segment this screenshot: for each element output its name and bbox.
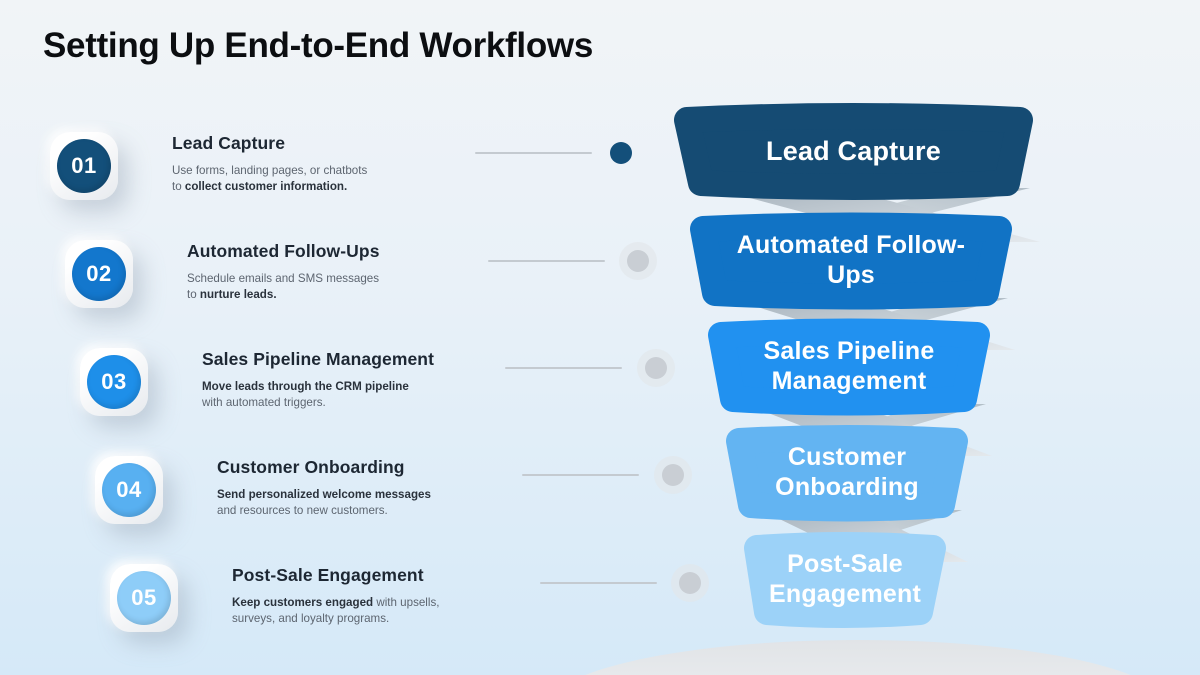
step-number-tile: 05 — [110, 564, 178, 632]
desc-text: Schedule emails and SMS messages — [187, 272, 380, 285]
step-text-block: Post-Sale Engagement Keep customers enga… — [232, 565, 562, 627]
desc-text-bold: nurture leads. — [199, 288, 277, 302]
step-number-badge: 05 — [117, 571, 171, 625]
step-title: Customer Onboarding — [217, 457, 405, 477]
funnel-label-text: Customer Onboarding — [775, 443, 919, 501]
funnel-segment-post-sale-engagement — [744, 532, 946, 628]
funnel-segment-customer-onboarding — [726, 425, 968, 522]
step-number-badge: 02 — [72, 247, 126, 301]
desc-text-bold: Move leads through the CRM pipeline — [202, 380, 409, 393]
desc-text-bold: Send personalized welcome messages — [217, 488, 431, 501]
step-text-block: Lead Capture Use forms, landing pages, o… — [172, 133, 502, 195]
step-description: Schedule emails and SMS messages to nurtu… — [187, 271, 517, 303]
funnel-label-sales-pipeline-management: Sales Pipeline Management — [724, 322, 974, 410]
step-number-tile: 04 — [95, 456, 163, 524]
step-number-badge: 03 — [87, 355, 141, 409]
connector-dot — [679, 572, 701, 594]
step-text-block: Customer Onboarding Send personalized we… — [217, 457, 547, 519]
connector-line — [540, 582, 657, 584]
step-number-tile: 03 — [80, 348, 148, 416]
connector-line — [522, 474, 639, 476]
funnel-segment-lead-capture — [674, 103, 1033, 200]
connector-line — [488, 260, 605, 262]
step-row-sales-pipeline-management: 03 Sales Pipeline Management Move leads … — [80, 348, 550, 448]
funnel-segments — [674, 103, 1033, 628]
funnel-segment-automated-follow-ups — [690, 212, 1012, 310]
step-row-customer-onboarding: 04 Customer Onboarding Send personalized… — [95, 456, 565, 556]
funnel-segment-sales-pipeline-management — [708, 318, 990, 416]
desc-text: surveys, and loyalty programs. — [232, 612, 390, 626]
step-description: Keep customers engaged with upsells, surv… — [232, 595, 562, 627]
step-number-tile: 02 — [65, 240, 133, 308]
funnel-label-text: Automated Follow-Ups — [736, 231, 966, 289]
step-title: Lead Capture — [172, 133, 286, 153]
step-text-block: Automated Follow-Ups Schedule emails and… — [187, 241, 517, 303]
funnel-label-customer-onboarding: Customer Onboarding — [737, 428, 957, 516]
desc-text: with upsells, — [373, 596, 440, 609]
step-text-block: Sales Pipeline Management Move leads thr… — [202, 349, 532, 411]
step-number-badge: 04 — [102, 463, 156, 517]
page-title: Setting Up End-to-End Workflows — [43, 26, 593, 65]
step-title: Post-Sale Engagement — [232, 565, 424, 585]
step-row-lead-capture: 01 Lead Capture Use forms, landing pages… — [50, 132, 520, 232]
connector-line — [505, 367, 622, 369]
funnel-label-automated-follow-ups: Automated Follow-Ups — [726, 216, 976, 304]
desc-text: to — [172, 180, 185, 194]
step-title: Sales Pipeline Management — [202, 349, 435, 369]
funnel-label-lead-capture: Lead Capture — [674, 107, 1033, 196]
funnel-label-text: Sales Pipeline Management — [763, 337, 935, 395]
connector-dot — [645, 357, 667, 379]
desc-text: with automated triggers. — [202, 396, 326, 410]
connector-line — [475, 152, 592, 154]
step-row-post-sale-engagement: 05 Post-Sale Engagement Keep customers e… — [110, 564, 580, 664]
step-description: Move leads through the CRM pipeline with … — [202, 379, 532, 411]
funnel-label-text: Post-Sale Engagement — [768, 550, 922, 608]
connector-dot — [627, 250, 649, 272]
platform-ellipse — [585, 640, 1131, 675]
funnel-label-text: Lead Capture — [766, 136, 941, 167]
step-title: Automated Follow-Ups — [187, 241, 380, 261]
connector-dot-active — [610, 142, 632, 164]
connector-dot — [662, 464, 684, 486]
step-number-tile: 01 — [50, 132, 118, 200]
step-number-badge: 01 — [57, 139, 111, 193]
step-description: Send personalized welcome messages and re… — [217, 487, 547, 519]
desc-text: and resources to new customers. — [217, 504, 388, 518]
step-row-automated-follow-ups: 02 Automated Follow-Ups Schedule emails … — [65, 240, 535, 340]
desc-text: Use forms, landing pages, or chatbots — [172, 164, 368, 177]
desc-text-bold: collect customer information. — [184, 180, 348, 194]
funnel-label-post-sale-engagement: Post-Sale Engagement — [735, 535, 955, 623]
desc-text-bold: Keep customers engaged — [232, 596, 374, 609]
desc-text: to — [187, 288, 200, 302]
